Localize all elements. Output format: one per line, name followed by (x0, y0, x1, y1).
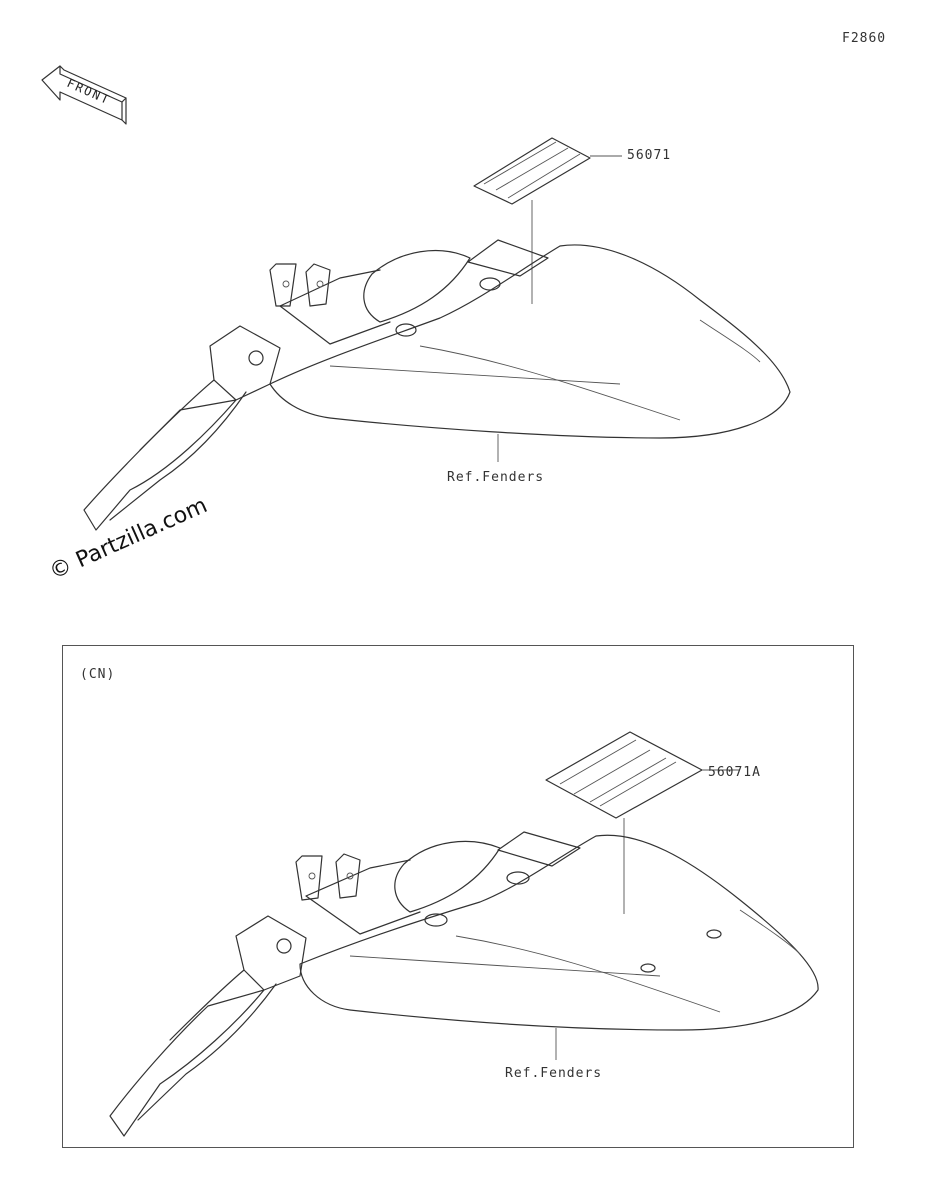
ref-fenders-label-cn[interactable]: Ref.Fenders (505, 1066, 603, 1081)
label-plate-56071[interactable] (473, 137, 591, 205)
cn-panel (62, 645, 854, 1148)
part-label-56071a[interactable]: 56071A (708, 765, 761, 780)
fender-body-cn (109, 831, 819, 1137)
page-code: F2860 (842, 31, 887, 46)
part-label-56071[interactable]: 56071 (627, 148, 672, 163)
label-plate-56071a[interactable] (545, 731, 703, 819)
cn-tag: (CN) (80, 667, 116, 682)
fender-body (83, 239, 791, 531)
ref-fenders-label-top[interactable]: Ref.Fenders (447, 470, 545, 485)
